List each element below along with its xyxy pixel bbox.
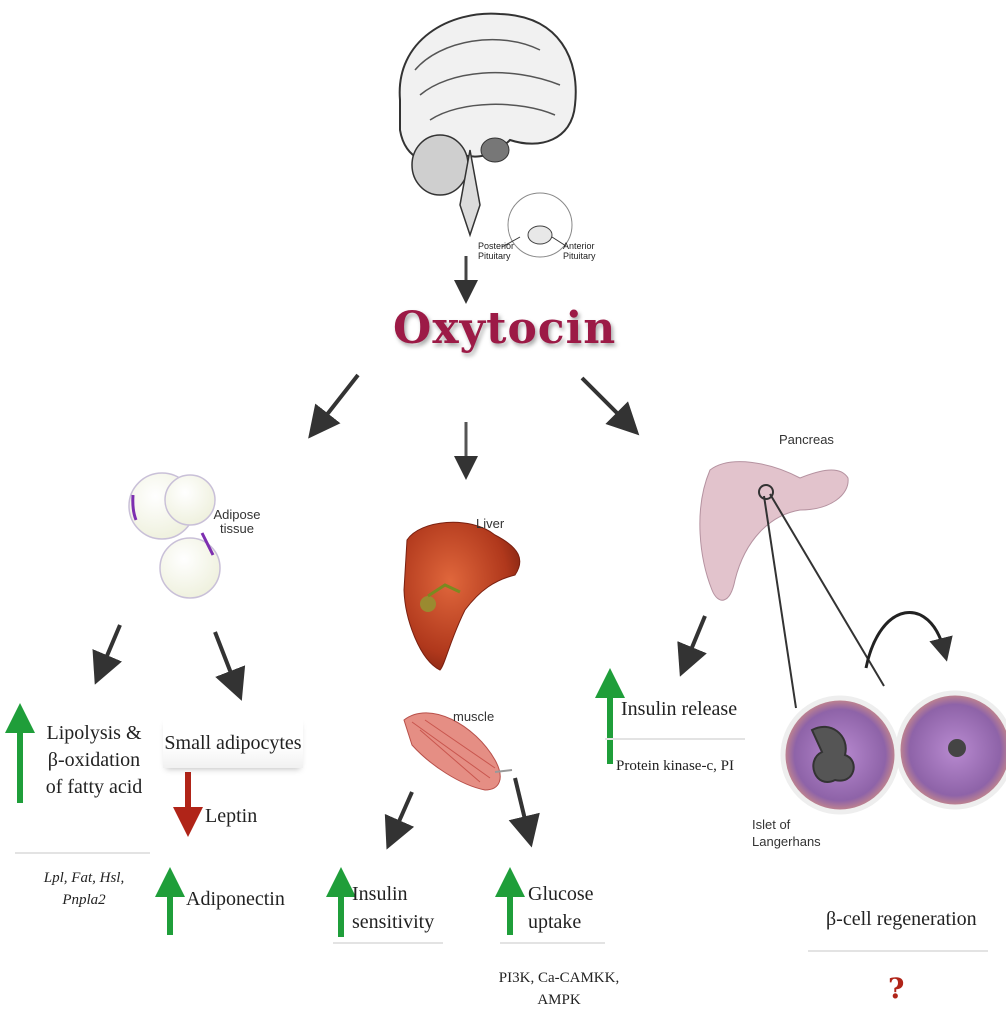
muscle-label: muscle [453,709,494,724]
muscle-pathways: PI3K, Ca-CAMKK, AMPK [492,968,626,1012]
adiponectin-effect: Adiponectin [186,888,285,911]
arrow-to-insulin-release [686,616,705,662]
glucose-uptake-divider [500,942,605,944]
insulin-release-divider [605,738,745,740]
pancreas-illustration [700,462,848,601]
glucose-uptake-effect: Glucose uptake [528,880,598,936]
arrow-to-lipolysis [101,625,120,670]
arrow-to-glucose-uptake [515,778,528,832]
arrow-to-insulin-sensitivity [393,792,412,835]
insulin-sensitivity-divider [333,942,443,944]
lipolysis-genes: Lpl, Fat, Hsl, Pnpla2 [30,868,138,912]
arrow-to-small-adipocytes [215,632,236,686]
leptin-effect: Leptin [205,805,257,828]
insulin-release-effect: Insulin release [621,698,737,721]
small-adipocytes-effect: Small adipocytes [163,718,303,768]
adipose-tissue-label: Adipose tissue [209,508,265,537]
arrow-regeneration [866,612,944,668]
page-title: Oxytocin [393,303,616,354]
islet-of-langerhans-label: Islet of Langerhans [752,817,812,851]
posterior-pituitary-label: Posterior Pituitary [478,242,518,262]
pancreas-label: Pancreas [779,432,834,447]
beta-cell-regeneration-effect: β-cell regeneration [826,908,977,931]
lipolysis-effect: Lipolysis & β-oxidation of fatty acid [38,720,150,801]
zoom-line-right [770,494,884,686]
arrow-to-adipose [318,375,358,426]
pancreas-pathways: Protein kinase-c, PI [600,756,750,778]
anterior-pituitary-label: Anterior Pituitary [563,242,603,262]
liver-illustration [404,522,520,670]
brain-illustration [400,14,576,257]
insulin-sensitivity-effect: Insulin sensitivity [352,880,432,936]
adipose-illustration [129,473,220,598]
lipolysis-divider [15,852,150,854]
muscle-illustration [404,713,512,790]
beta-cell-divider [808,950,988,952]
islet-illustration [783,693,1006,812]
unknown-mark: ? [888,972,904,1005]
arrow-to-pancreas [582,378,628,424]
liver-label: Liver [476,516,504,531]
